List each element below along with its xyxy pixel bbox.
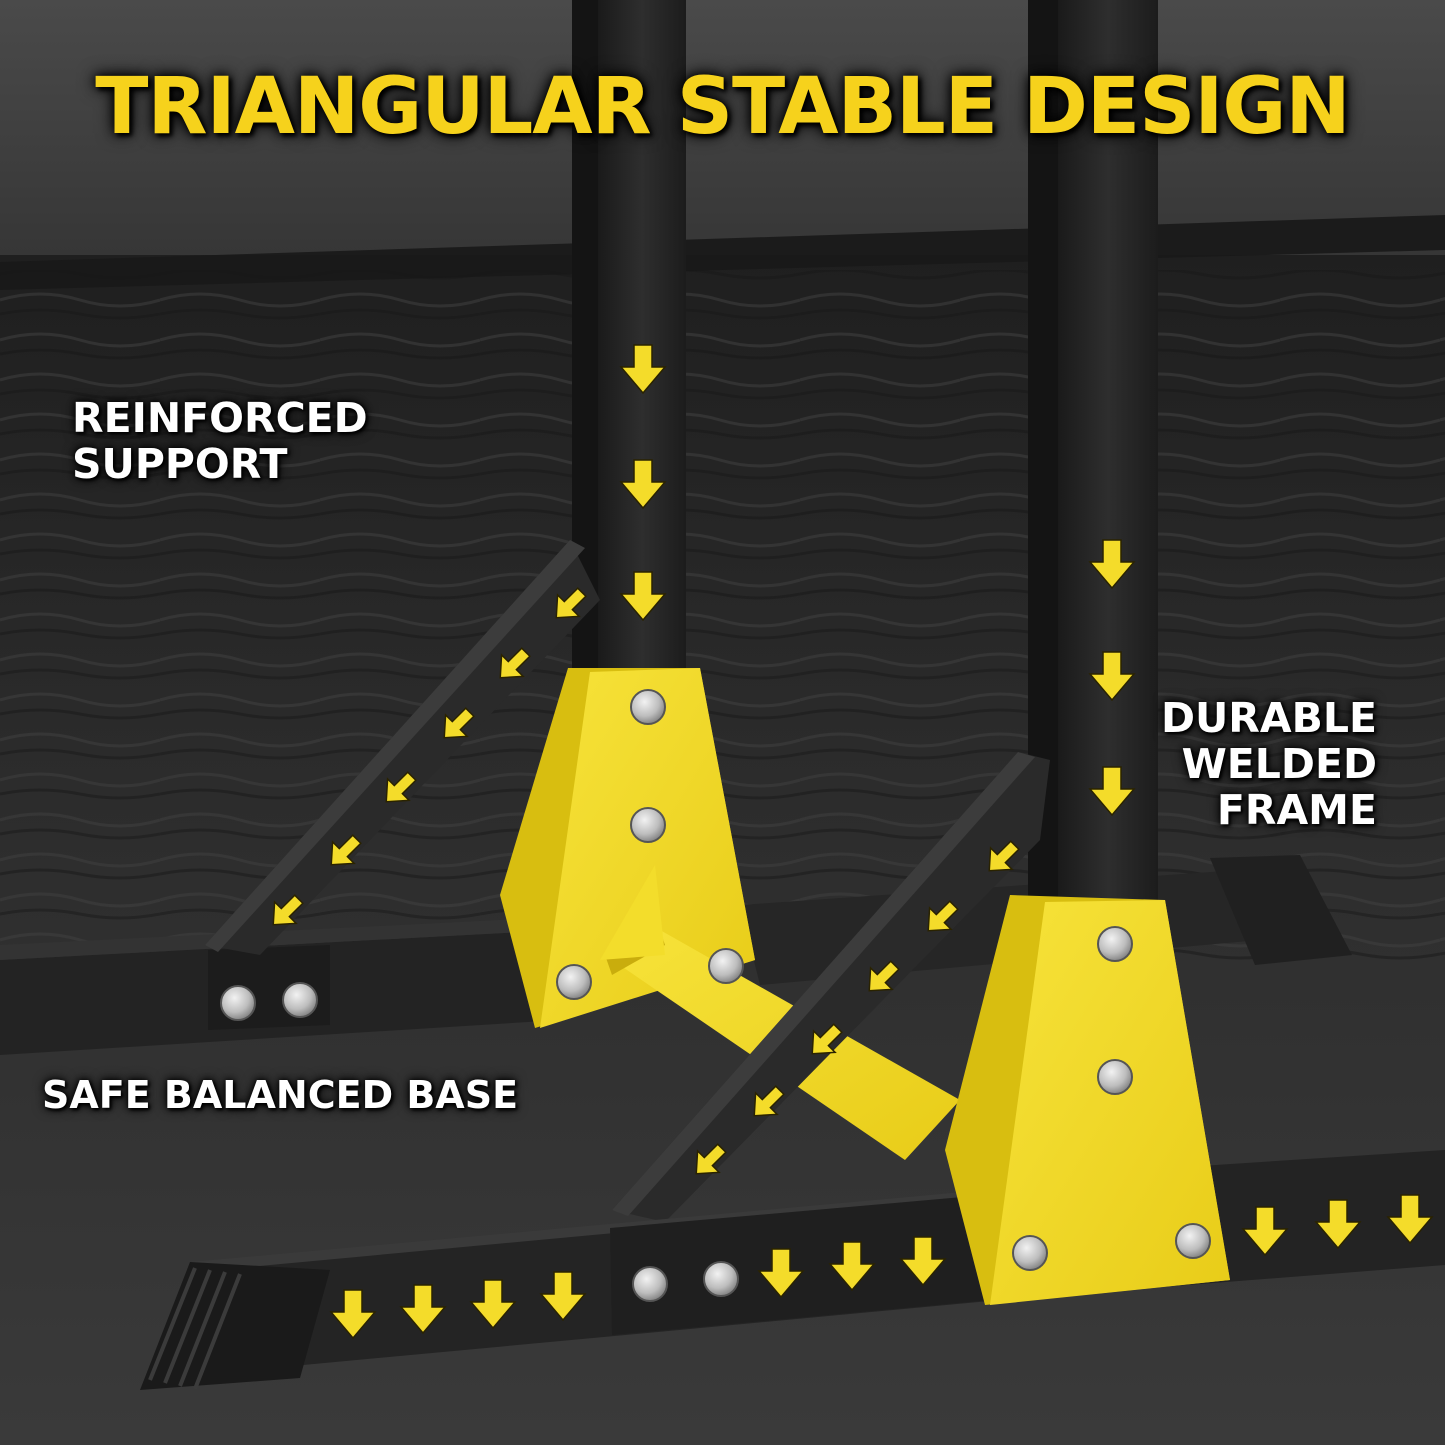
down-arrow-icon	[539, 1271, 587, 1322]
bolt-icon	[1175, 1223, 1211, 1259]
down-arrow-icon	[1314, 1199, 1362, 1250]
left-diagonal-brace	[205, 540, 600, 955]
left-gusset-plate	[500, 668, 755, 1028]
diagonal-arrow-icon	[695, 1143, 727, 1175]
right-post	[1058, 0, 1158, 910]
bolt-icon	[220, 985, 256, 1021]
diagonal-arrow-icon	[555, 587, 587, 619]
bolt-icon	[630, 807, 666, 843]
callout-line: DURABLE	[1160, 694, 1377, 742]
diagonal-arrow-icon	[811, 1023, 843, 1055]
diagonal-arrow-icon	[868, 960, 900, 992]
bolt-icon	[708, 948, 744, 984]
bolt-icon	[1012, 1235, 1048, 1271]
diagonal-arrow-icon	[753, 1085, 785, 1117]
down-arrow-icon	[619, 571, 667, 622]
bolt-icon	[703, 1261, 739, 1297]
bolt-icon	[1097, 926, 1133, 962]
right-diagonal-brace	[612, 752, 1050, 1222]
down-arrow-icon	[619, 459, 667, 510]
down-arrow-icon	[757, 1248, 805, 1299]
down-arrow-icon	[1088, 539, 1136, 590]
callout-safe-balanced-base: SAFE BALANCED BASE	[42, 1073, 519, 1117]
right-gusset-plate	[945, 895, 1230, 1305]
bolt-icon	[630, 689, 666, 725]
down-arrow-icon	[828, 1241, 876, 1292]
diagonal-arrow-icon	[499, 647, 531, 679]
diagonal-arrow-icon	[443, 707, 475, 739]
bolt-icon	[282, 982, 318, 1018]
down-arrow-icon	[399, 1284, 447, 1335]
bolt-icon	[632, 1266, 668, 1302]
diagonal-arrow-icon	[927, 900, 959, 932]
callout-line: SUPPORT	[72, 439, 288, 488]
down-arrow-icon	[619, 344, 667, 395]
down-arrow-icon	[899, 1236, 947, 1287]
diagonal-arrow-icon	[988, 840, 1020, 872]
callout-durable-welded-frame: DURABLE WELDED FRAME	[1160, 694, 1377, 834]
callout-line: FRAME	[1216, 785, 1377, 834]
callout-line: REINFORCED	[72, 394, 368, 442]
down-arrow-icon	[469, 1279, 517, 1330]
diagonal-arrow-icon	[385, 771, 417, 803]
down-arrow-icon	[1386, 1194, 1434, 1245]
headline: TRIANGULAR STABLE DESIGN	[95, 62, 1350, 152]
bolt-icon	[556, 964, 592, 1000]
diagonal-arrow-icon	[330, 834, 362, 866]
load-arrows	[272, 344, 1434, 1340]
bolt-icon	[1097, 1059, 1133, 1095]
down-arrow-icon	[1241, 1206, 1289, 1257]
down-arrow-icon	[1088, 651, 1136, 702]
diagonal-arrow-icon	[272, 894, 304, 926]
down-arrow-icon	[1088, 766, 1136, 817]
down-arrow-icon	[329, 1289, 377, 1340]
callout-reinforced-support: REINFORCED SUPPORT	[72, 394, 368, 488]
bolt-group	[220, 689, 1211, 1302]
callout-line: WELDED	[1181, 739, 1377, 788]
